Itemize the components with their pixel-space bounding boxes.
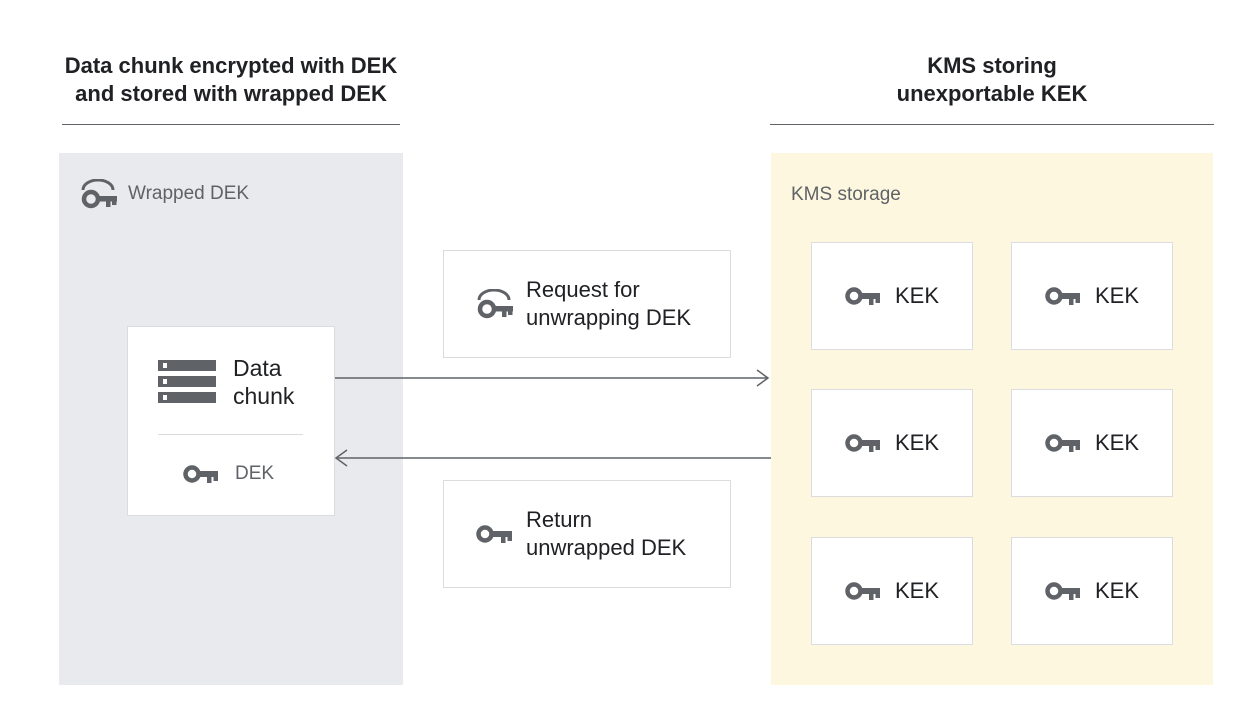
data-chunk-title: Data chunk xyxy=(233,354,294,410)
kek-label: KEK xyxy=(1094,283,1140,308)
kek-label: KEK xyxy=(1094,578,1140,603)
request-message-line1: Request for xyxy=(526,277,640,302)
right-heading-divider xyxy=(770,124,1214,125)
right-heading: KMS storing unexportable KEK xyxy=(791,52,1193,108)
dek-row: DEK xyxy=(183,461,274,487)
key-icon xyxy=(845,582,880,600)
key-icon xyxy=(845,287,880,305)
kms-storage-label: KMS storage xyxy=(791,184,901,205)
left-heading-divider xyxy=(62,124,400,125)
request-message-box: Request for unwrapping DEK xyxy=(443,250,731,358)
kek-card: KEK xyxy=(811,537,973,645)
wrapped-key-icon xyxy=(81,179,117,209)
dek-label: DEK xyxy=(235,463,275,484)
key-icon xyxy=(845,434,880,452)
left-heading-line2: and stored with wrapped DEK xyxy=(75,81,387,106)
kek-card: KEK xyxy=(1011,389,1173,497)
kek-card: KEK xyxy=(1011,242,1173,350)
kek-card: KEK xyxy=(811,389,973,497)
response-message-box: Return unwrapped DEK xyxy=(443,480,731,588)
kek-label: KEK xyxy=(894,578,940,603)
key-icon xyxy=(183,465,218,483)
kek-label: KEK xyxy=(894,283,940,308)
wrapped-dek-label: Wrapped DEK xyxy=(128,183,250,204)
key-icon xyxy=(1045,287,1080,305)
key-icon xyxy=(1045,582,1080,600)
wrapped-key-icon xyxy=(477,289,513,319)
key-icon xyxy=(1045,434,1080,452)
kek-label: KEK xyxy=(894,430,940,455)
kek-label: KEK xyxy=(1094,430,1140,455)
right-heading-line2: unexportable KEK xyxy=(896,81,1088,106)
wrapped-dek-panel-label: Wrapped DEK xyxy=(80,179,250,209)
left-heading: Data chunk encrypted with DEK and stored… xyxy=(40,52,422,108)
request-message-line2: unwrapping DEK xyxy=(526,305,692,330)
left-heading-line1: Data chunk encrypted with DEK xyxy=(64,53,398,78)
right-heading-line1: KMS storing xyxy=(927,53,1057,78)
data-chunk-title-line1: Data xyxy=(233,355,282,381)
data-chunk-divider xyxy=(158,434,303,435)
response-message-line1: Return xyxy=(526,507,593,532)
kek-card: KEK xyxy=(1011,537,1173,645)
storage-icon xyxy=(158,360,216,403)
response-message-line2: unwrapped DEK xyxy=(526,535,687,560)
data-chunk-title-line2: chunk xyxy=(233,383,295,409)
key-icon xyxy=(476,525,512,543)
data-chunk-card xyxy=(127,326,335,516)
kek-card: KEK xyxy=(811,242,973,350)
